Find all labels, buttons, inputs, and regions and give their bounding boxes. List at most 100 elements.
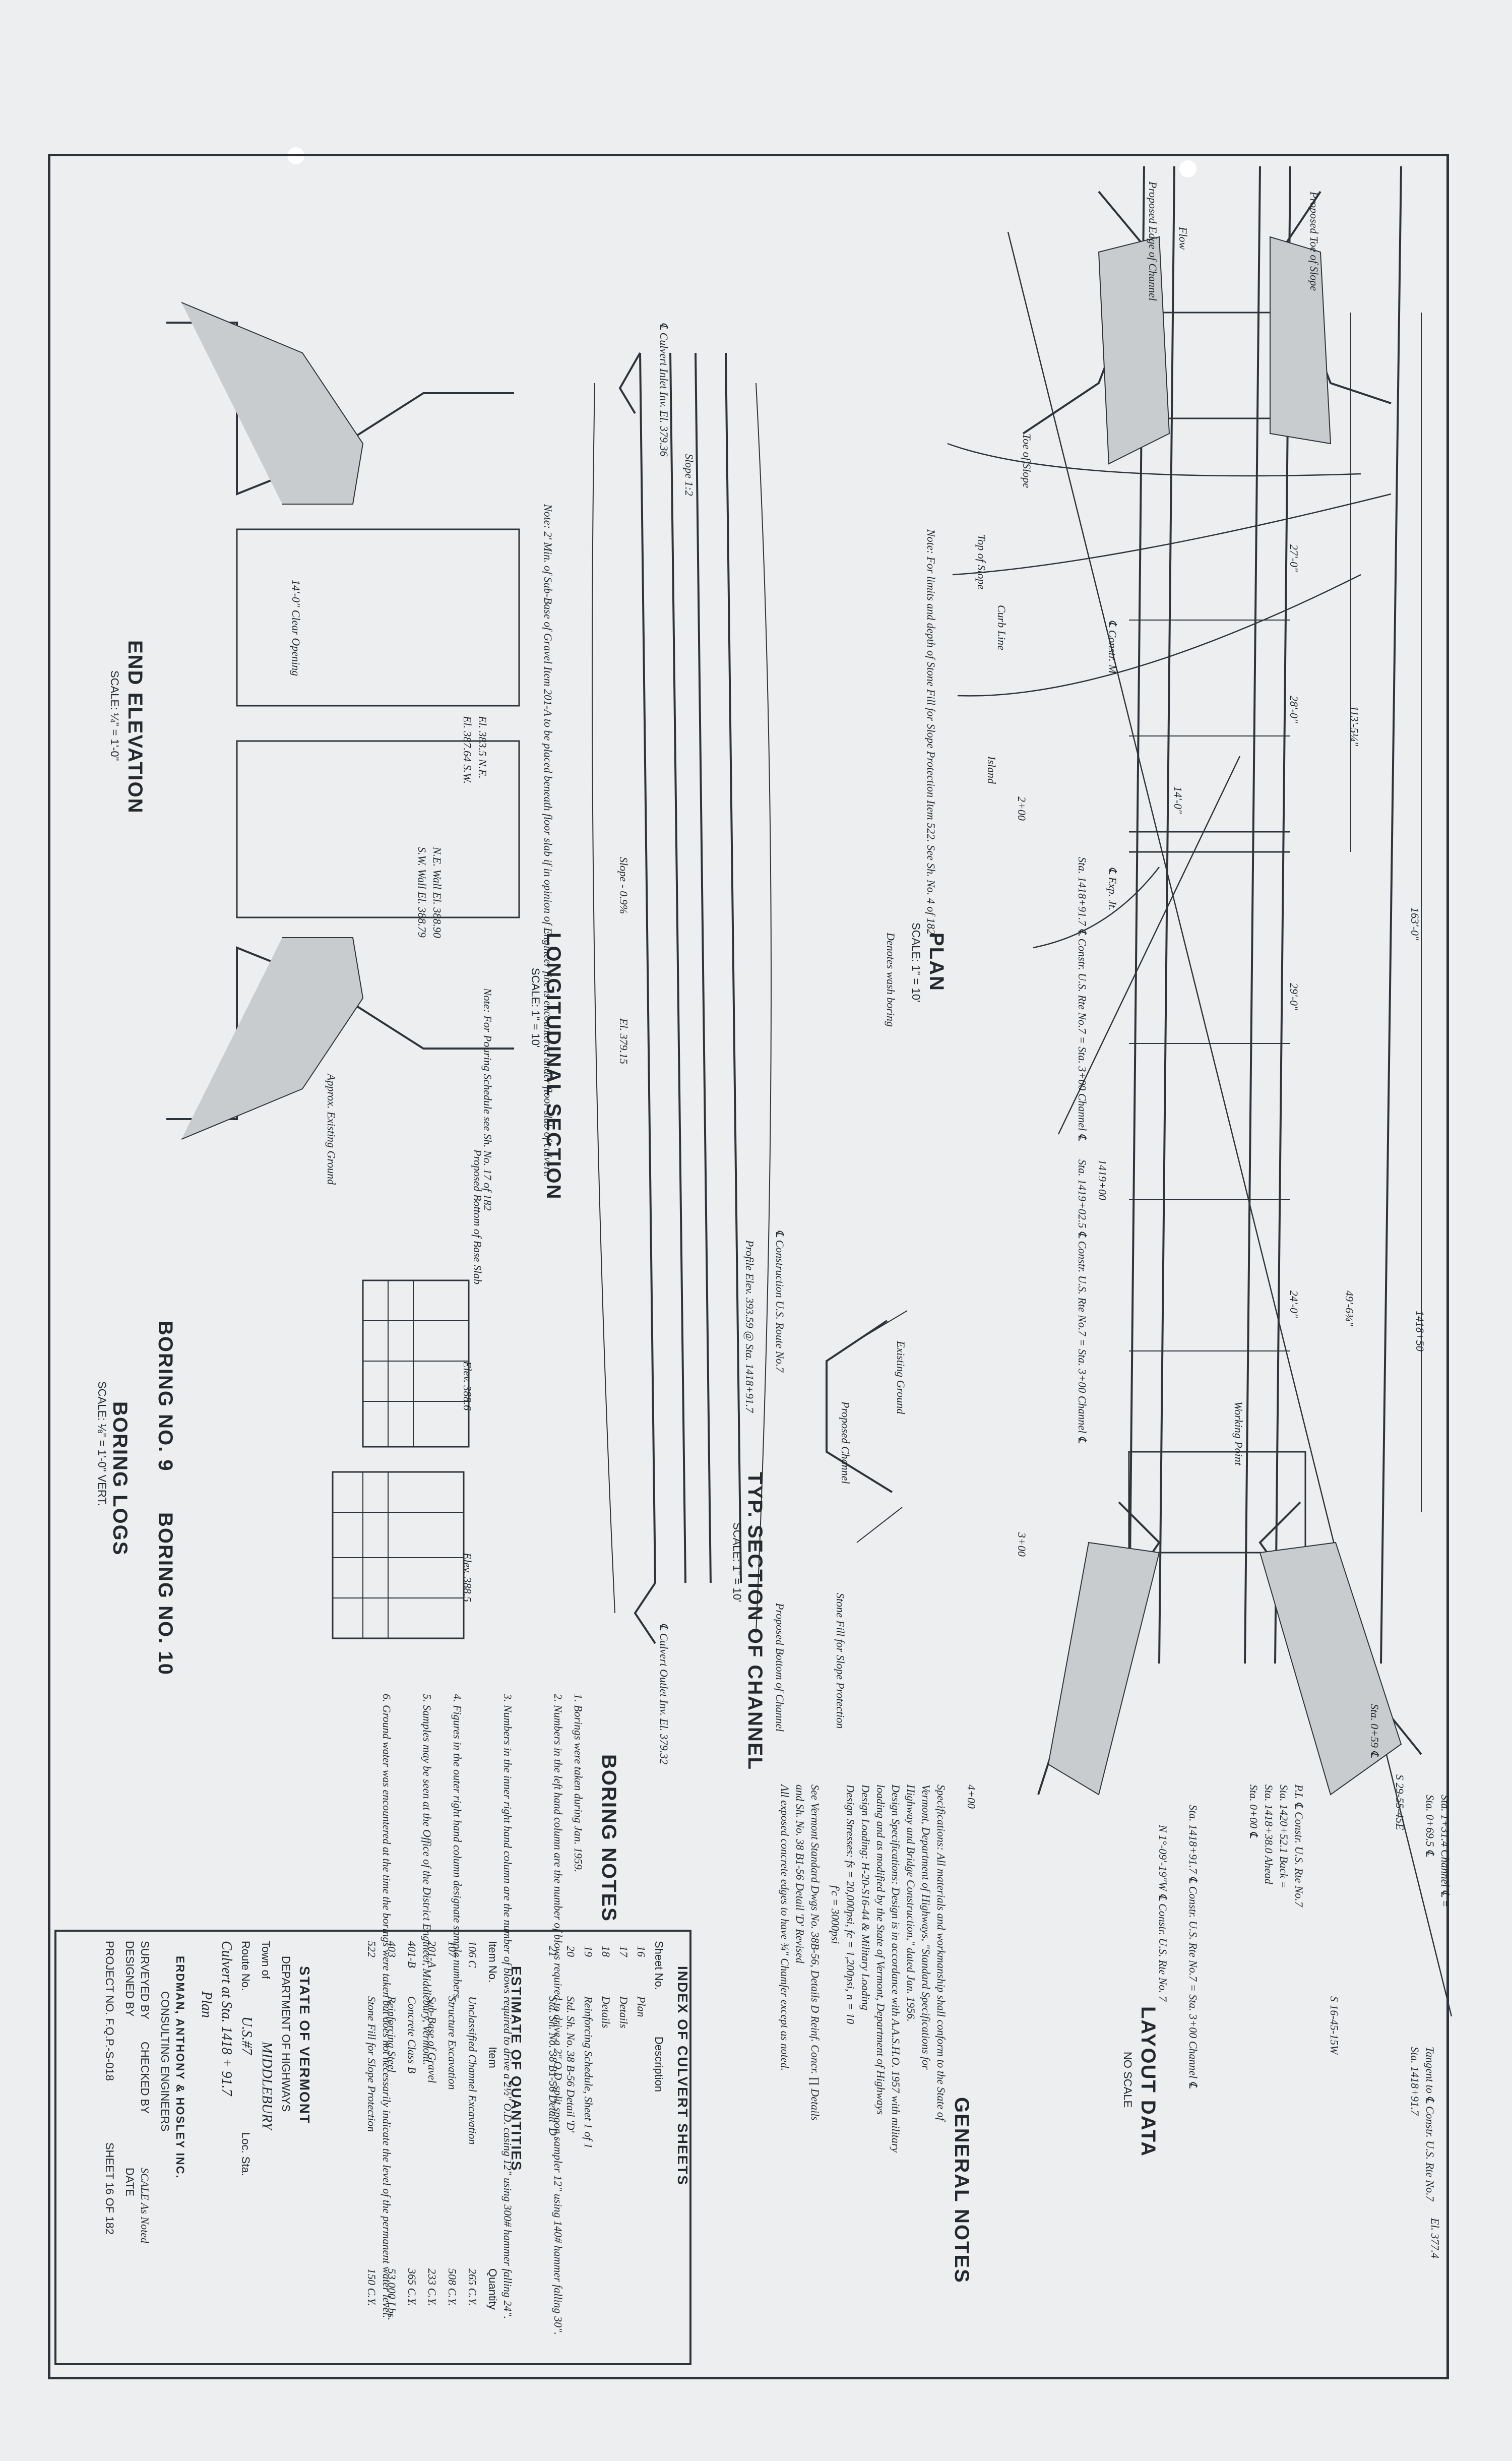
long-section-top-slab bbox=[639, 352, 656, 1583]
index-title: INDEX OF CULVERT SHEETS bbox=[675, 1966, 690, 2186]
title-block-frame bbox=[54, 1930, 691, 2365]
stone-fill-area bbox=[1098, 236, 1170, 465]
general-note-line: Design Loading: H-20-S16-44 & Military L… bbox=[859, 1785, 872, 2010]
index-sheet-no: 17 bbox=[617, 1946, 630, 1957]
layout-note: S 29-55-45E bbox=[1394, 1774, 1406, 1830]
island-outline bbox=[1033, 867, 1160, 949]
qty-amount: 233 C.Y. bbox=[426, 2268, 438, 2306]
general-note-line: loading and as modified by the State of … bbox=[874, 1785, 887, 2115]
boring-note: 1. Borings were taken during Jan. 1959. bbox=[572, 1694, 585, 1873]
general-note-line: Design Specifications: Design is in acco… bbox=[890, 1785, 902, 2153]
annotation: 14'-0" Clear Opening bbox=[290, 580, 302, 676]
top-of-slope-line bbox=[952, 493, 1392, 576]
existing-ground-line bbox=[856, 1507, 903, 1543]
end-elevation-scale: SCALE: ¼" = 1'-0" bbox=[108, 670, 121, 761]
annotation: Top of Slope bbox=[975, 534, 988, 590]
quantities-header: Item No. bbox=[486, 1941, 499, 1983]
layout-note: Sta. 1+31.4 Channel ℄ = bbox=[1439, 1795, 1452, 1908]
outlet-headwall bbox=[1128, 1451, 1306, 1554]
annotation: 3+00 bbox=[1016, 1532, 1028, 1557]
boring-logs-title: BORING LOGS bbox=[109, 1401, 131, 1556]
layout-note: Sta. 1420+52.1 Back = bbox=[1278, 1785, 1290, 1889]
annotation: 14'-0" bbox=[1172, 786, 1184, 814]
layout-note: Sta. 1418+91.7 bbox=[1409, 2047, 1421, 2116]
annotation: ℄ Culvert Outlet Inv. El. 379.32 bbox=[658, 1623, 670, 1765]
boring-log-9 bbox=[362, 1279, 470, 1448]
end-elevation-cell bbox=[236, 528, 520, 707]
approx-existing-ground bbox=[592, 383, 615, 1614]
qty-amount: 150 C.Y. bbox=[365, 2268, 378, 2306]
annotation: Proposed Channel bbox=[839, 1401, 852, 1484]
stone-fill-end bbox=[181, 937, 364, 1140]
annotation: ℄ Culvert Inlet Inv. El. 379.36 bbox=[658, 323, 670, 457]
qty-item: Structure Excavation bbox=[446, 1996, 459, 2090]
index-sheet-no: 19 bbox=[582, 1946, 595, 1957]
index-sheet-no: 18 bbox=[600, 1946, 612, 1957]
annotation: 27'-0" bbox=[1288, 544, 1300, 572]
index-sheet-no: 16 bbox=[635, 1946, 648, 1957]
tb-sheet: SHEET 16 OF 182 bbox=[103, 2142, 116, 2235]
qty-item-no: 106 C bbox=[466, 1941, 479, 1968]
plan-culvert-wall-line bbox=[1244, 166, 1261, 1664]
annotation: S.W. Wall El. 388.79 bbox=[416, 847, 428, 938]
boring-note: 2. Numbers in the left hand column are t… bbox=[552, 1694, 564, 2335]
layout-note: Sta. 1418+91.7 ℄ Constr. U.S. Rte No.7 =… bbox=[1187, 1805, 1200, 2088]
qty-item: Stone Fill for Slope Protection bbox=[365, 1996, 378, 2132]
long-section-note: Note: 2' Min. of Sub-Base of Gravel Item… bbox=[542, 504, 554, 1177]
tb-surveyed: SURVEYED BY bbox=[139, 1941, 151, 2020]
annotation: Working Point bbox=[1232, 1401, 1245, 1465]
stone-fill-area bbox=[1270, 236, 1332, 445]
end-elevation-cell bbox=[236, 740, 520, 918]
long-section-top-slab bbox=[669, 352, 686, 1583]
layout-note: N 1°-09'-19"W ℄ Constr. U.S. Rte No. 7 bbox=[1157, 1825, 1169, 2002]
annotation: Proposed Bottom of Channel bbox=[774, 1603, 786, 1732]
annotation: 49'-6¾" bbox=[1343, 1290, 1356, 1326]
tb-route-label: Route No. bbox=[239, 1941, 252, 1991]
plan-culvert-wall-line bbox=[1380, 166, 1402, 1664]
curb-line bbox=[947, 443, 1361, 477]
route-centerline bbox=[1057, 756, 1241, 1135]
tb-loc-label: Loc. Sta. bbox=[239, 2132, 252, 2176]
general-notes-title: GENERAL NOTES bbox=[951, 2097, 973, 2284]
layout-note: El. 377.4 bbox=[1429, 2218, 1441, 2259]
tb-checked: CHECKED BY bbox=[139, 2042, 151, 2114]
qty-item-no: 401-B bbox=[406, 1941, 418, 1968]
index-header: Description bbox=[653, 2037, 665, 2093]
annotation: El. 379.15 bbox=[617, 1018, 630, 1065]
sheet-border bbox=[48, 154, 1449, 2379]
boring-log-10 bbox=[332, 1471, 465, 1639]
general-note-line: Vermont, Department of Highways, "Standa… bbox=[920, 1785, 932, 2070]
tb-designed: DESIGNED BY bbox=[123, 1941, 136, 2017]
tb-sheet-title: Plan bbox=[199, 1991, 214, 2018]
layout-data-title: LAYOUT DATA bbox=[1137, 2006, 1159, 2158]
tb-town-label: Town of bbox=[260, 1941, 272, 1979]
annotation: 28'-0" bbox=[1288, 696, 1300, 723]
annotation: Existing Ground bbox=[895, 1341, 907, 1414]
long-section-bottom-slab bbox=[725, 352, 742, 1583]
general-note-line: Design Stresses: fs = 20,000psi, fc = 1,… bbox=[844, 1785, 857, 2024]
annotation: ℄ Constr. M bbox=[1106, 620, 1119, 674]
general-note-line: See Vermont Standard Dwgs No. 38B-56, De… bbox=[809, 1785, 822, 2121]
tb-firm-sub: CONSULTING ENGINEERS bbox=[159, 1991, 171, 2132]
annotation: 24'-0" bbox=[1288, 1290, 1300, 1318]
qty-amount: 265 C.Y. bbox=[466, 2268, 479, 2306]
tb-firm: ERDMAN, ANTHONY & HOSLEY INC. bbox=[174, 1956, 186, 2179]
tb-project: PROJECT NO. F.Q.P.-S-018 bbox=[103, 1941, 116, 2081]
punch-hole bbox=[1179, 160, 1196, 177]
boring-symbol-note: Denotes wash boring bbox=[885, 933, 897, 1027]
general-note-line: Highway and Bridge Construction," dated … bbox=[905, 1785, 917, 2022]
annotation: 1419+00 bbox=[1096, 1159, 1109, 1200]
layout-note: Tangent to ℄ Constr. U.S. Rte No.7 bbox=[1424, 2047, 1436, 2201]
existing-ground-line bbox=[856, 1310, 908, 1341]
qty-amount: 365 C.Y. bbox=[406, 2268, 418, 2306]
annotation: 2+00 bbox=[1016, 796, 1028, 821]
annotation: Approx. Existing Ground bbox=[325, 1074, 338, 1185]
layout-note: Sta. 0+69.5 ℄ bbox=[1424, 1795, 1436, 1857]
annotation: 113'-5¼" bbox=[1348, 706, 1361, 747]
tb-town: MIDDLEBURY bbox=[259, 2042, 275, 2130]
qty-item: Concrete Class B bbox=[406, 1996, 418, 2074]
tb-structure: Culvert at Sta. 1418 + 91.7 bbox=[219, 1941, 234, 2096]
quantities-header: Quantity bbox=[486, 2268, 499, 2310]
boring-note: 5. Samples may be seen at the Office of … bbox=[421, 1694, 433, 2065]
plan-note: Note: For limits and depth of Stone Fill… bbox=[925, 529, 937, 935]
